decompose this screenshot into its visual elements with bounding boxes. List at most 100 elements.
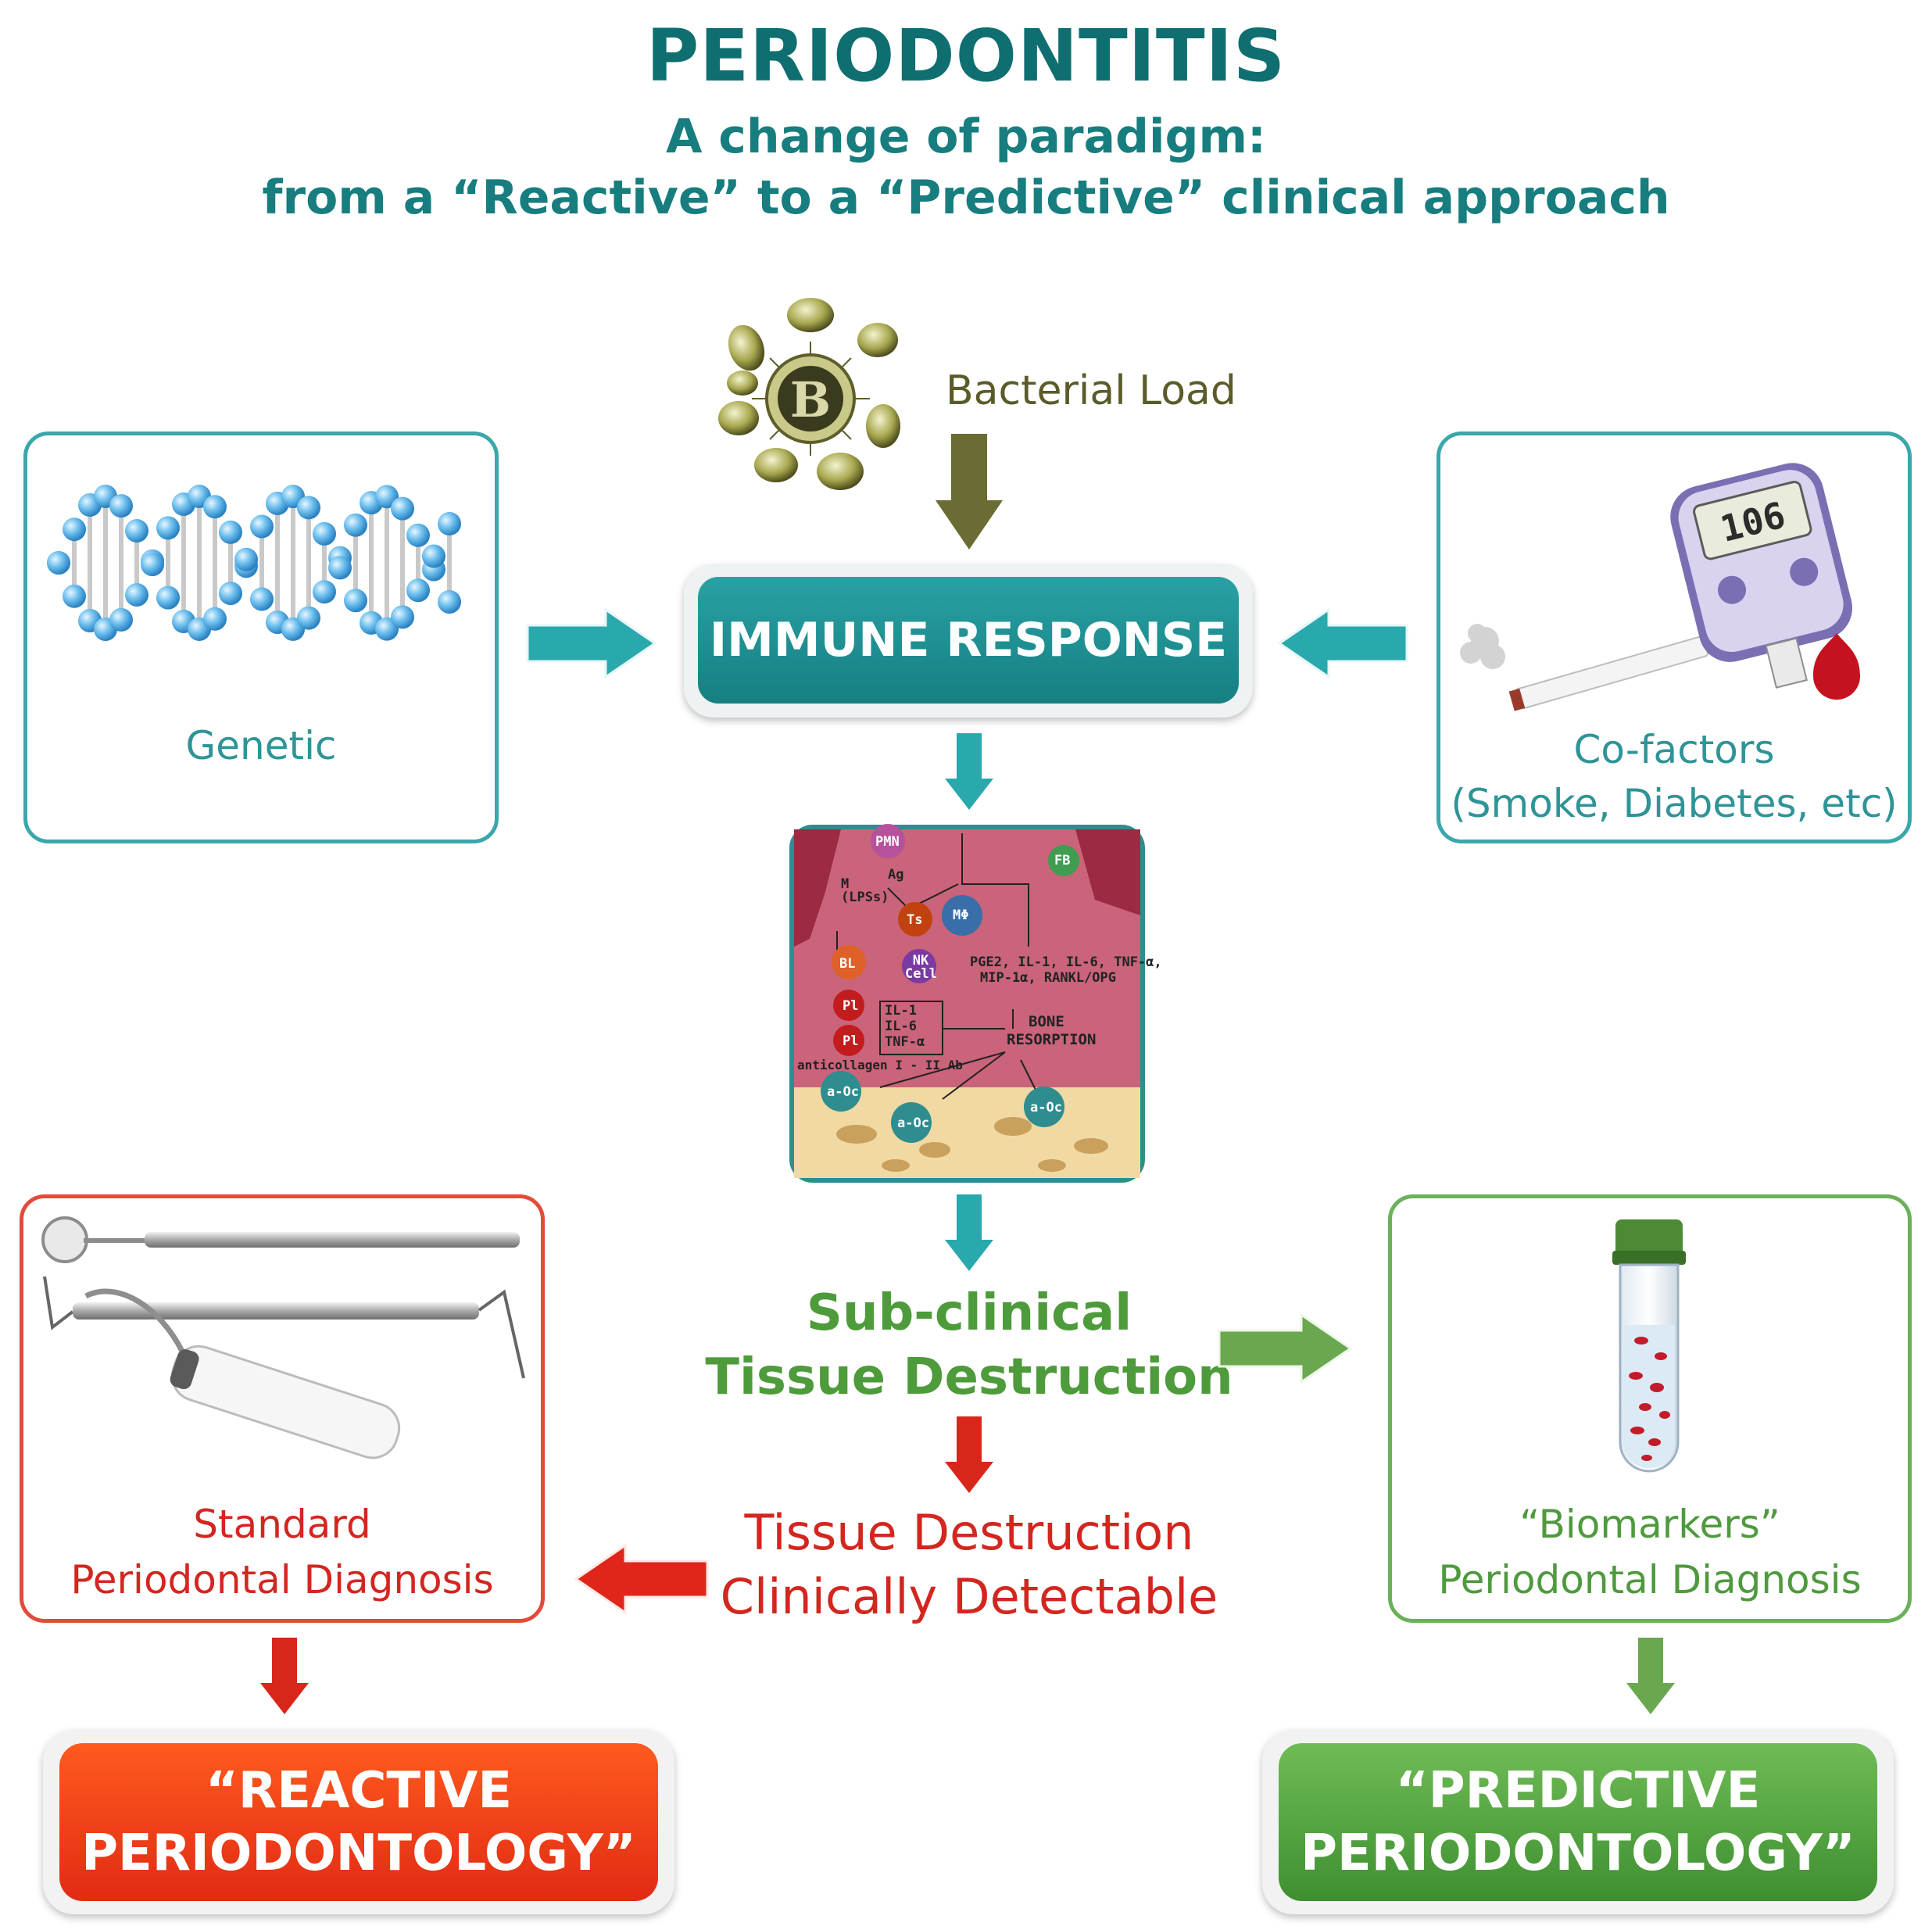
standard-label-line-1: Standard	[193, 1502, 371, 1547]
subclinical-line-1: Sub-clinical	[806, 1284, 1132, 1342]
dna-node	[109, 494, 133, 518]
dna-node	[47, 551, 70, 575]
bacteria-letter: B	[790, 371, 831, 428]
subclinical-label: Sub-clinical Tissue Destruction	[688, 1282, 1250, 1410]
label-ts: Ts	[907, 912, 923, 928]
standard-label-line-2: Periodontal Diagnosis	[70, 1557, 494, 1602]
dental-probe-icon	[43, 1276, 525, 1379]
cofactors-label-line-1: Co-factors	[1573, 727, 1775, 772]
dna-node	[406, 578, 430, 603]
dna-node	[156, 585, 180, 610]
dna-node	[297, 606, 320, 630]
dna-node	[109, 607, 133, 632]
dna-node	[344, 589, 367, 613]
predictive-line-1: “PREDICTIVE	[1395, 1762, 1761, 1820]
cofactors-label-line-2: (Smoke, Diabetes, etc)	[1451, 781, 1898, 826]
dna-node	[63, 584, 86, 608]
dna-node	[234, 547, 258, 571]
label-anticollagen: anticollagen I - II Ab	[797, 1058, 963, 1072]
arrow-down-red-icon-2	[260, 1638, 309, 1714]
arrow-right-teal-icon	[526, 607, 657, 679]
label-pmn: PMN	[875, 834, 900, 850]
label-il-1: IL-1	[885, 1003, 917, 1019]
dna-node	[250, 587, 274, 611]
dna-node	[203, 495, 227, 519]
dna-node	[219, 520, 242, 544]
blood-drop-icon	[1813, 633, 1860, 700]
immune-mechanism-diagram: PMN FB M (LPSs) Ag Ts MΦ BL NK Cell Pl P…	[789, 824, 1162, 1183]
dna-node	[391, 496, 414, 521]
standard-diagnosis-label: Standard Periodontal Diagnosis	[20, 1497, 545, 1608]
arrow-down-red-icon	[945, 1416, 993, 1493]
subtitle-line-1: A change of paradigm:	[665, 109, 1267, 164]
arrow-down-teal-icon	[945, 733, 993, 810]
dna-node	[203, 607, 227, 631]
detectable-line-2: Clinically Detectable	[720, 1568, 1218, 1626]
label-tnf: TNF-α	[885, 1034, 925, 1050]
arrow-down-olive-icon	[936, 434, 1003, 550]
reactive-periodontology-box: “REACTIVE PERIODONTOLOGY”	[59, 1743, 658, 1901]
dna-node	[438, 589, 461, 614]
dna-node	[125, 582, 148, 607]
label-m-lps: M (LPSs)	[841, 876, 889, 905]
test-tube-icon	[1612, 1219, 1686, 1473]
dna-node	[297, 496, 320, 520]
label-il-6: IL-6	[885, 1019, 917, 1034]
dna-icon	[47, 485, 461, 641]
label-bone: BONE	[1029, 1013, 1064, 1030]
label-cytokines-1: PGE2, IL-1, IL-6, TNF-α,	[970, 954, 1162, 970]
dna-node	[156, 516, 180, 540]
subclinical-line-2: Tissue Destruction	[705, 1348, 1233, 1406]
immune-response-label: IMMUNE RESPONSE	[698, 577, 1239, 704]
reactive-line-1: “REACTIVE	[205, 1762, 513, 1820]
ultrasonic-scaler-icon	[84, 1288, 401, 1459]
reactive-line-2: PERIODONTOLOGY”	[81, 1824, 636, 1882]
predictive-line-2: PERIODONTOLOGY”	[1301, 1824, 1855, 1882]
detectable-line-1: Tissue Destruction	[744, 1504, 1194, 1561]
label-pl-1: Pl	[843, 998, 859, 1014]
dna-node	[422, 544, 445, 568]
cofactors-box	[1436, 431, 1912, 843]
clinically-detectable-label: Tissue Destruction Clinically Detectable	[672, 1501, 1266, 1630]
biomarkers-label-line-1: “Biomarkers”	[1519, 1502, 1780, 1547]
arrow-right-green-icon	[1218, 1312, 1353, 1384]
smoke-diabetes-icon: 106	[1460, 463, 1860, 711]
page-title: PERIODONTITIS	[646, 14, 1286, 98]
glucose-meter-icon: 106	[1670, 463, 1852, 689]
bacteria-icon: B	[718, 298, 900, 490]
arrow-down-teal-icon-2	[945, 1194, 993, 1271]
label-resorption: RESORPTION	[1007, 1031, 1097, 1048]
arrow-left-red-icon	[574, 1543, 709, 1615]
dna-node	[391, 605, 414, 629]
arrow-left-teal-icon	[1277, 607, 1408, 679]
dna-node	[313, 521, 336, 546]
label-fb: FB	[1054, 853, 1071, 868]
dna-node	[344, 513, 367, 537]
dna-node	[141, 553, 164, 577]
label-aoc-2: a-Oc	[897, 1115, 929, 1131]
dental-mirror-icon	[41, 1216, 520, 1263]
arrow-down-green-icon	[1626, 1638, 1675, 1714]
dna-node	[63, 517, 86, 542]
label-ag: Ag	[888, 867, 904, 883]
label-aoc-3: a-Oc	[1030, 1100, 1062, 1115]
dna-node	[313, 580, 336, 604]
smoke-icon	[1460, 624, 1505, 669]
genetic-label: Genetic	[185, 723, 337, 768]
dna-node	[328, 556, 352, 580]
label-cytokines-2: MIP-1α, RANKL/OPG	[980, 970, 1116, 986]
label-mphi: MΦ	[953, 908, 969, 923]
dna-node	[219, 582, 242, 606]
label-bl: BL	[839, 956, 856, 972]
label-pl-2: Pl	[843, 1033, 859, 1049]
cofactors-label: Co-factors (Smoke, Diabetes, etc)	[1436, 723, 1912, 831]
dna-node	[125, 519, 148, 543]
subtitle-line-2: from a “Reactive” to a “Predictive” clin…	[262, 170, 1670, 225]
dna-node	[438, 512, 461, 536]
dental-instruments-icon	[41, 1216, 525, 1459]
label-nk-cell: NK Cell	[905, 953, 937, 982]
biomarkers-label-line-2: Periodontal Diagnosis	[1438, 1557, 1862, 1602]
dna-node	[406, 523, 430, 547]
biomarkers-diagnosis-label: “Biomarkers” Periodontal Diagnosis	[1388, 1497, 1912, 1608]
label-aoc-1: a-Oc	[827, 1084, 859, 1100]
